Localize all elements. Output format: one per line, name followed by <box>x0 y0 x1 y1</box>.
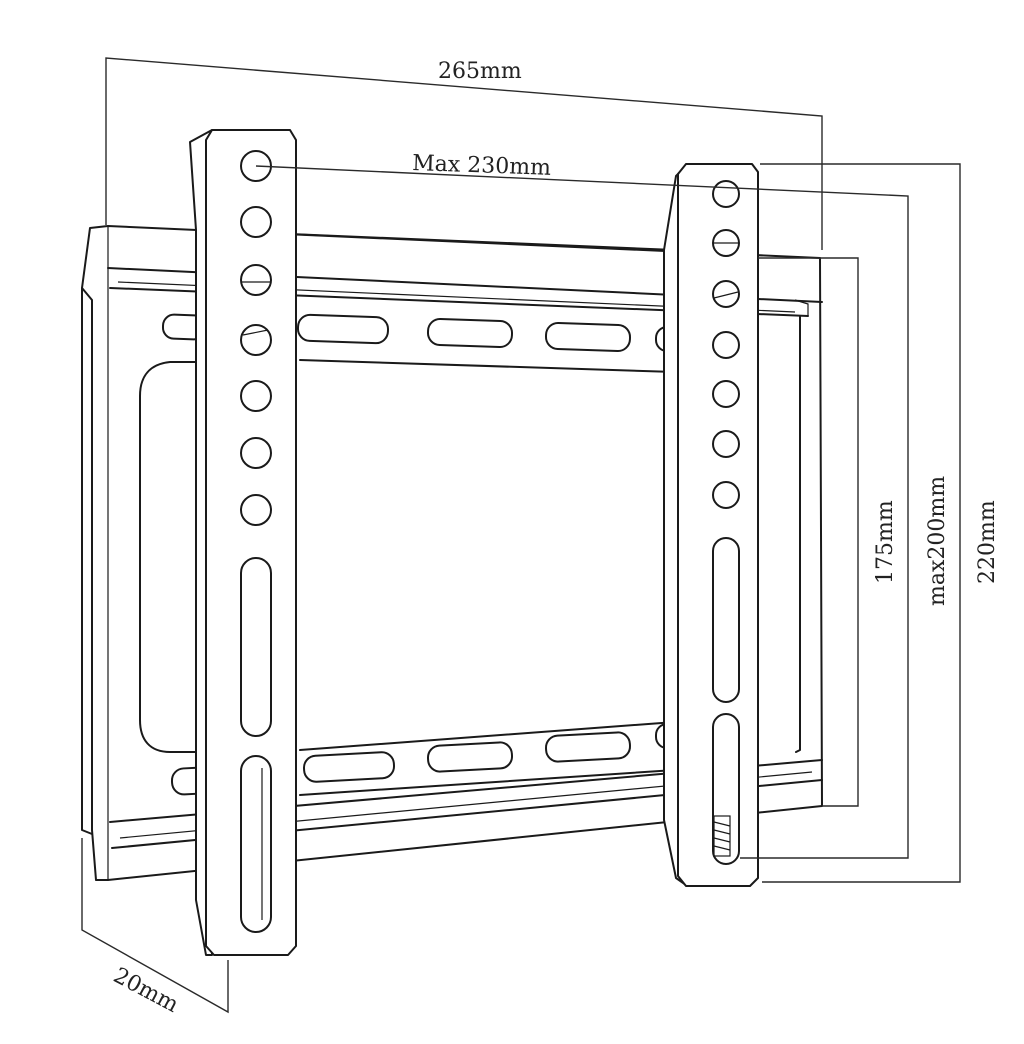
label-max-width: Max 230mm <box>412 151 552 181</box>
dimension-lines <box>81 57 961 1014</box>
right-arm-upper-slot <box>712 537 740 703</box>
label-overall-width: 265mm <box>438 59 522 84</box>
right-arm-holes <box>712 180 740 509</box>
left-arm-upper-slot <box>240 557 272 737</box>
rear-recess <box>795 315 801 753</box>
wall-plate-side-edge <box>81 287 93 835</box>
dim-line-depth <box>81 838 229 1014</box>
dim-line-overall-width <box>105 57 823 250</box>
left-arm-holes <box>240 150 272 526</box>
label-max-height: max200mm <box>925 476 950 606</box>
dim-line-max-width <box>255 165 909 859</box>
spring-lock <box>713 815 731 857</box>
label-depth: 20mm <box>109 963 182 1018</box>
right-bracket-arm <box>663 163 759 887</box>
label-hole-span: 175mm <box>873 500 898 584</box>
left-arm-face <box>205 129 297 956</box>
left-bracket-arm <box>189 129 297 956</box>
left-cutout <box>139 361 207 753</box>
left-arm-lower-slot <box>240 755 272 933</box>
right-arm-lower-slot <box>712 713 740 865</box>
label-overall-height: 220mm <box>975 500 1000 584</box>
dim-line-overall-height <box>760 163 961 883</box>
dim-line-hole-span <box>758 257 859 807</box>
